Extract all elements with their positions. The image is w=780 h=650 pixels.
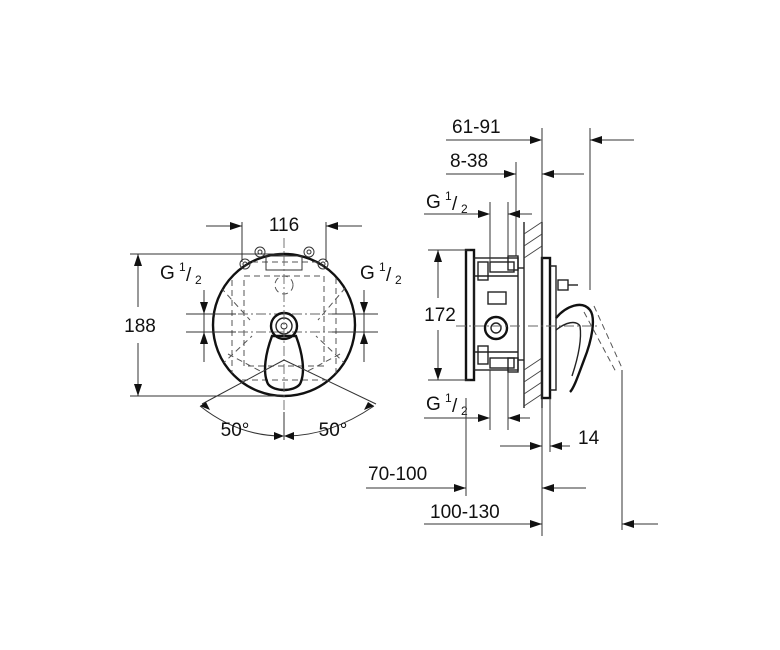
svg-text:1: 1 [379, 260, 386, 274]
side-valve-body [464, 248, 524, 382]
dim-172-label: 172 [424, 305, 456, 326]
svg-text:2: 2 [461, 404, 468, 418]
dim-188: 188 [124, 253, 284, 397]
svg-text:1: 1 [445, 189, 452, 203]
angle-right-label: 50° [319, 420, 348, 441]
svg-text:61-91: 61-91 [452, 117, 501, 138]
svg-text:2: 2 [461, 202, 468, 216]
dim-14-label: 14 [578, 428, 600, 449]
dim-172: 172 [424, 249, 470, 381]
side-view: 61-91 8-38 G 1 / 2 [366, 117, 658, 536]
angle-left-label: 50° [221, 420, 250, 441]
side-wall [523, 221, 543, 408]
dim-61-91: 61-91 [446, 117, 634, 536]
front-thread-left: G 1 / 2 [160, 260, 236, 362]
side-thread-top: G 1 / 2 [424, 189, 532, 262]
dim-angles: 50° 50° [199, 359, 377, 441]
dim-70-100: 70-100 [366, 398, 586, 496]
svg-text:G: G [426, 394, 441, 415]
svg-text:70-100: 70-100 [368, 464, 427, 485]
svg-text:100-130: 100-130 [430, 502, 500, 523]
svg-text:1: 1 [445, 391, 452, 405]
dim-14: 14 [500, 398, 600, 452]
dim-116-label: 116 [269, 215, 299, 236]
dim-116: 116 [206, 215, 362, 262]
svg-text:G: G [160, 263, 175, 284]
svg-text:2: 2 [195, 273, 202, 287]
front-view: 116 188 G 1 / 2 G 1 / [124, 215, 402, 441]
svg-text:G: G [426, 192, 441, 213]
svg-text:8-38: 8-38 [450, 151, 488, 172]
svg-text:G: G [360, 263, 375, 284]
dim-100-130: 100-130 [424, 370, 658, 530]
svg-text:/: / [186, 265, 192, 286]
dim-188-label: 188 [124, 316, 156, 337]
svg-text:/: / [386, 265, 392, 286]
svg-text:/: / [452, 194, 458, 215]
svg-text:/: / [452, 396, 458, 417]
side-lever [555, 303, 623, 393]
dim-8-38: 8-38 [446, 151, 584, 256]
svg-text:2: 2 [395, 273, 402, 287]
side-thread-bottom: G 1 / 2 [424, 370, 530, 430]
front-thread-right: G 1 / 2 [332, 260, 402, 362]
side-rosette [540, 256, 578, 400]
svg-text:1: 1 [179, 260, 186, 274]
